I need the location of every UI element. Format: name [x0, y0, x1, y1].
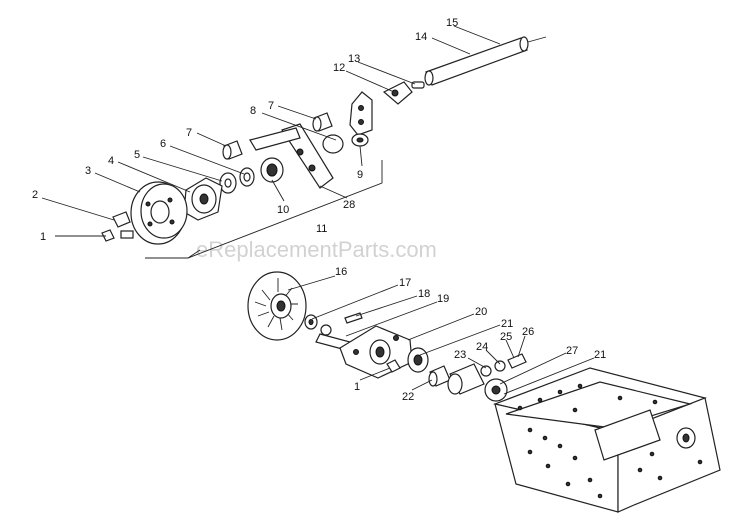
- callout-19: 19: [437, 293, 449, 305]
- callout-11: 11: [316, 223, 327, 235]
- callout-21-upper: 21: [501, 318, 513, 330]
- shaft-part: [424, 36, 547, 86]
- bushing-parts: [222, 112, 333, 160]
- callout-27: 27: [566, 345, 578, 357]
- callout-labels: 1 2 3 4 5 6 7 7 8 9 10 11 12 13 14 15 16…: [32, 17, 606, 403]
- washer-parts: [219, 167, 255, 194]
- callout-4: 4: [108, 155, 114, 167]
- callout-1: 1: [40, 231, 46, 243]
- callout-7-upper: 7: [268, 100, 274, 112]
- upper-assembly: [101, 36, 547, 259]
- auger-housing-frame: [492, 367, 721, 513]
- clip-parts: [382, 81, 425, 105]
- bearing-part: [407, 347, 429, 373]
- callout-18: 18: [418, 288, 430, 300]
- bearing-part-2: [484, 378, 508, 402]
- callout-22: 22: [402, 391, 414, 403]
- callout-17: 17: [399, 277, 411, 289]
- callout-2: 2: [32, 189, 38, 201]
- callout-24: 24: [476, 341, 488, 353]
- hub-part: [183, 177, 223, 221]
- impeller-part: [247, 271, 307, 341]
- callout-15: 15: [446, 17, 458, 29]
- callout-13: 13: [348, 53, 360, 65]
- leader-lines: [41, 25, 595, 395]
- callout-8: 8: [250, 105, 256, 117]
- arm-part: [249, 123, 344, 189]
- callout-3: 3: [85, 165, 91, 177]
- callout-25: 25: [500, 331, 512, 343]
- callout-1-lower: 1: [354, 381, 360, 393]
- callout-9: 9: [357, 169, 363, 181]
- callout-12: 12: [333, 62, 345, 74]
- callout-28: 28: [343, 199, 355, 211]
- callout-21-lower: 21: [594, 349, 606, 361]
- lower-screw: [386, 359, 401, 373]
- callout-26: 26: [522, 326, 534, 338]
- pulley-part: [130, 181, 188, 245]
- callout-7-lower: 7: [186, 127, 192, 139]
- spacer-parts: [428, 353, 527, 395]
- lower-assembly: [247, 271, 721, 513]
- callout-10: 10: [277, 204, 289, 216]
- callout-5: 5: [134, 149, 140, 161]
- callout-20: 20: [475, 306, 487, 318]
- callout-14: 14: [415, 31, 427, 43]
- callout-16: 16: [335, 266, 347, 278]
- watermark-text: eReplacementParts.com: [196, 237, 437, 262]
- callout-23: 23: [454, 349, 466, 361]
- bracket-plate: [349, 91, 373, 147]
- callout-6: 6: [160, 138, 166, 150]
- key-and-screw: [101, 211, 134, 242]
